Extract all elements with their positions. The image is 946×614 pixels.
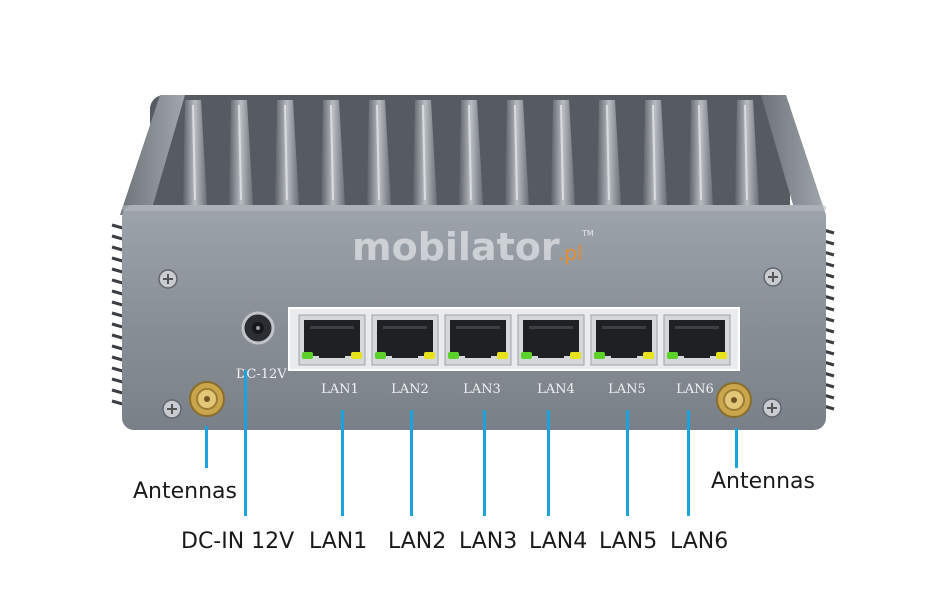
leader-line-lan6 <box>687 410 690 516</box>
led-yellow <box>497 352 508 359</box>
leader-line-lan1 <box>341 410 344 516</box>
lan-port-label: LAN1 <box>321 382 359 397</box>
screw-top-left <box>158 269 178 289</box>
screw-top-right <box>763 267 783 287</box>
heatsink-fin <box>551 100 575 235</box>
heatsink-fin <box>183 100 207 235</box>
heatsink-fin <box>643 100 667 235</box>
callout-lan1: LAN1 <box>309 529 368 554</box>
leader-line-dc-in <box>244 370 247 516</box>
lan-port-5 <box>590 314 658 366</box>
side-rail-left <box>120 95 185 215</box>
callout-lan3: LAN3 <box>459 529 518 554</box>
lan-port-1 <box>298 314 366 366</box>
lan-port-label: LAN5 <box>608 382 646 397</box>
leader-line-lan4 <box>547 410 550 516</box>
led-green <box>375 352 386 359</box>
leader-line-lan5 <box>626 410 629 516</box>
leader-line-lan2 <box>410 410 413 516</box>
heatsink-fin <box>597 100 621 235</box>
callout-lan2: LAN2 <box>388 529 447 554</box>
callout-lan6: LAN6 <box>670 529 729 554</box>
led-yellow <box>643 352 654 359</box>
lan-port-label: LAN6 <box>676 382 714 397</box>
screw-bottom-right <box>762 398 782 418</box>
heatsink-fin <box>459 100 483 235</box>
led-yellow <box>351 352 362 359</box>
watermark-suffix: .pl <box>558 241 583 265</box>
watermark-tm: TM <box>581 229 594 238</box>
callout-antennas-right: Antennas <box>711 469 815 494</box>
leader-line-lan3 <box>483 410 486 516</box>
heatsink-fin <box>505 100 529 235</box>
side-rail-right <box>761 95 826 215</box>
led-green <box>302 352 313 359</box>
dc-label: DC-12V <box>236 367 287 382</box>
lan-port-4 <box>517 314 585 366</box>
watermark-logo: mobilator <box>352 225 560 269</box>
led-green <box>594 352 605 359</box>
lan-port-label: LAN4 <box>537 382 575 397</box>
heatsink-fin <box>735 100 759 235</box>
led-yellow <box>716 352 727 359</box>
dc-jack <box>241 311 275 345</box>
led-green <box>448 352 459 359</box>
callout-lan5: LAN5 <box>599 529 658 554</box>
led-green <box>667 352 678 359</box>
lan-port-2 <box>371 314 439 366</box>
heatsink-fins <box>183 100 759 235</box>
leader-line-antenna-left <box>205 426 208 468</box>
led-yellow <box>424 352 435 359</box>
heatsink-fin <box>275 100 299 235</box>
lan-port-label: LAN3 <box>463 382 501 397</box>
heatsink-fin <box>229 100 253 235</box>
callout-dc-in: DC-IN 12V <box>181 529 295 554</box>
led-green <box>521 352 532 359</box>
heatsink-fin <box>689 100 713 235</box>
leader-line-antenna-right <box>735 428 738 468</box>
led-yellow <box>570 352 581 359</box>
antenna-connector-left <box>189 381 225 417</box>
lan-port-6 <box>663 314 731 366</box>
screw-bottom-left <box>162 399 182 419</box>
heatsink-fin <box>413 100 437 235</box>
callout-lan4: LAN4 <box>529 529 588 554</box>
antenna-connector-right <box>716 382 752 418</box>
lan-port-3 <box>444 314 512 366</box>
callout-antennas-left: Antennas <box>133 479 237 504</box>
heatsink-fin <box>321 100 345 235</box>
heatsink-fin <box>367 100 391 235</box>
lan-port-label: LAN2 <box>391 382 429 397</box>
